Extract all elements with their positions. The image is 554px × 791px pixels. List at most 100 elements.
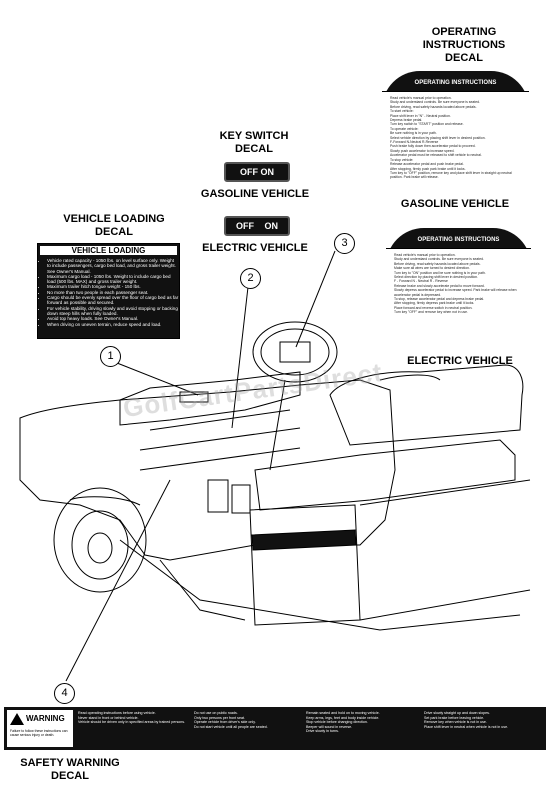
operating-electric-line-4: Make sure all wires are turned to desire… bbox=[394, 266, 470, 271]
callout-2: 2 bbox=[240, 268, 261, 289]
vehicle-loading-list: Vehicle rated capacity - 1050 lbs. on le… bbox=[38, 258, 179, 327]
operating-gas-line-6: Depress brake pedal. bbox=[390, 118, 423, 123]
operating-gas-line-5: Place shift lever in "N" - Neutral posit… bbox=[390, 113, 451, 118]
operating-electric-line-12: Place forward and reverse switch in neut… bbox=[394, 305, 473, 310]
safety-column-4: Drive slowly straight up and down slopes… bbox=[424, 711, 508, 729]
warning-triangle-icon bbox=[10, 713, 24, 725]
safety-col1-item-1: Read operating instructions before using… bbox=[78, 711, 156, 715]
safety-column-1: Read operating instructions before using… bbox=[78, 711, 185, 725]
seat-back bbox=[329, 364, 524, 446]
steering-hub bbox=[279, 341, 311, 363]
steering-wheel-inner bbox=[260, 328, 330, 376]
operating-electric-line-11: After stopping, firmly depress park brak… bbox=[394, 301, 475, 306]
electric-vehicle-label-left: ELECTRIC VEHICLE bbox=[202, 242, 308, 254]
operating-decal-electric: OPERATING INSTRUCTIONS Read vehicle's ma… bbox=[386, 228, 531, 345]
key-switch-electric-decal: OFF ON bbox=[224, 216, 290, 236]
leader-line-1 bbox=[116, 362, 199, 396]
operating-gas-line-12: Push brake fully down then accelerator p… bbox=[390, 144, 476, 149]
seat-cushion bbox=[254, 439, 516, 511]
vehicle-loading-decal: VEHICLE LOADING Vehicle rated capacity -… bbox=[37, 243, 180, 339]
safety-col3-item-5: Drive slowly in turns. bbox=[306, 729, 339, 734]
safety-col2-item-2: Only two persons per front seat. bbox=[194, 715, 245, 720]
steering-wheel bbox=[252, 321, 338, 383]
operating-electric-line-8: Release brake and slowly accelerate peda… bbox=[394, 283, 485, 288]
operating-gas-line-4: To start vehicle: bbox=[390, 109, 414, 114]
operating-electric-line-9: Slowly depress accelerator pedal to incr… bbox=[394, 288, 517, 297]
operating-gas-line-16: Release accelerator pedal and push brake… bbox=[390, 162, 464, 167]
operating-electric-line-6: Select direction by placing shift lever … bbox=[394, 275, 479, 280]
leader-line-4 bbox=[65, 479, 171, 682]
vehicle-loading-item-7: Avoid top heavy loads. See Owner's Manua… bbox=[47, 316, 179, 321]
front-wheel-hub bbox=[71, 510, 129, 580]
callout-3: 3 bbox=[334, 233, 355, 254]
operating-decal-electric-body: Read vehicle's manual prior to operation… bbox=[386, 248, 531, 345]
operating-decal-electric-lines: Read vehicle's manual prior to operation… bbox=[386, 249, 531, 319]
safety-col2-item-3: Operate vehicle from driver's side only. bbox=[194, 720, 256, 725]
safety-col2-item-4: Do not start vehicle until all people ar… bbox=[194, 724, 268, 729]
operating-decal-gasoline: OPERATING INSTRUCTIONS Read vehicle's ma… bbox=[382, 71, 529, 188]
operating-gas-line-9: Be sure nothing is in your path. bbox=[390, 131, 437, 136]
safety-col3-item-3: Stop vehicle before changing direction. bbox=[306, 720, 368, 725]
operating-electric-line-7: F - Forward N - Neutral R - Reverse bbox=[394, 279, 448, 284]
vehicle-loading-item-2: Maximum cargo load - 1050 lbs. Weight to… bbox=[47, 274, 179, 285]
safety-warning-decal: WARNING Failure to follow these instruct… bbox=[4, 707, 546, 750]
vehicle-loading-item-8: When driving on uneven terrain, reduce s… bbox=[47, 322, 179, 327]
operating-gas-line-7: Turn key switch to "START" position and … bbox=[390, 122, 464, 127]
operating-gas-line-10: Select vehicle direction by placing shif… bbox=[390, 135, 486, 140]
safety-col4-item-1: Drive slowly straight up and down slopes… bbox=[424, 711, 490, 715]
front-fender bbox=[69, 496, 141, 506]
dash-panel-lines bbox=[139, 409, 301, 471]
gasoline-vehicle-label-right: GASOLINE VEHICLE bbox=[400, 198, 510, 210]
safety-col4-item-3: Remove key when vehicle is not in use. bbox=[424, 720, 487, 725]
rear-stripe bbox=[251, 529, 357, 551]
safety-warning-label: SAFETY WARNING DECAL bbox=[20, 757, 120, 782]
operating-electric-line-10: To stop, release accelerator pedal and d… bbox=[394, 297, 485, 302]
operating-electric-line-5: Turn key to "ON" position and be sure no… bbox=[394, 270, 486, 275]
armrest bbox=[379, 374, 441, 381]
leader-line-2 bbox=[231, 286, 249, 429]
floor-edge bbox=[159, 559, 246, 621]
glove-box bbox=[179, 391, 209, 403]
operating-instructions-label: OPERATING INSTRUCTIONS DECAL bbox=[422, 26, 506, 64]
electric-on-label: ON bbox=[264, 221, 279, 231]
safety-col3-item-4: Beeper will sound in reverse. bbox=[306, 724, 353, 729]
safety-col1-item-3: Vehicle should be driven only in specifi… bbox=[78, 720, 186, 725]
operating-decal-gas-body: Read vehicle's manual prior to operation… bbox=[382, 91, 529, 188]
operating-electric-line-13: Turn key "OFF" and remove key when not i… bbox=[394, 310, 468, 315]
vehicle-loading-item-4: No more than two people in each passenge… bbox=[47, 290, 179, 295]
safety-col4-item-4: Place shift lever in neutral when vehicl… bbox=[424, 724, 509, 729]
operating-electric-line-3: Before driving, read safety hazards loca… bbox=[394, 261, 481, 266]
operating-gas-line-1: Read vehicle's manual prior to operation… bbox=[390, 96, 452, 100]
operating-decal-gas-title: OPERATING INSTRUCTIONS bbox=[414, 80, 497, 86]
callout-1: 1 bbox=[100, 346, 121, 367]
brake-pedal bbox=[231, 484, 251, 514]
leader-line-3 bbox=[295, 250, 336, 348]
key-switch-gas-decal: OFF ON START bbox=[224, 162, 290, 193]
key-switch-label: KEY SWITCH DECAL bbox=[219, 130, 289, 155]
safety-column-2: Do not use on public roads.Only two pers… bbox=[194, 711, 268, 729]
operating-gas-line-18: Turn key to "OFF" position, remove key a… bbox=[390, 170, 512, 180]
safety-col3-item-2: Keep arms, legs, feet and body inside ve… bbox=[306, 715, 380, 720]
operating-gas-line-15: To stop vehicle: bbox=[390, 157, 414, 162]
bed-rails bbox=[359, 479, 531, 621]
operating-gas-line-17: After stopping, firmly push park brake u… bbox=[390, 166, 466, 171]
safety-col2-item-1: Do not use on public roads. bbox=[194, 711, 238, 715]
steering-column bbox=[269, 379, 286, 471]
vehicle-loading-title: VEHICLE LOADING bbox=[40, 246, 177, 255]
front-wheel bbox=[53, 487, 147, 593]
vehicle-loading-item-6: For vehicle stability, driving slowly an… bbox=[47, 306, 179, 317]
vehicle-loading-item-1: Vehicle rated capacity - 1050 lbs. on le… bbox=[47, 258, 179, 274]
safety-col1-item-2: Never stand in front or behind vehicle. bbox=[78, 715, 139, 720]
vehicle-loading-label: VEHICLE LOADING DECAL bbox=[63, 213, 165, 238]
callout-4: 4 bbox=[54, 683, 75, 704]
warning-note: Failure to follow these instructions can… bbox=[10, 729, 68, 738]
operating-electric-line-1: Read vehicle's manual prior to operation… bbox=[394, 253, 456, 257]
operating-gas-line-13: Slowly push accelerator to increase spee… bbox=[390, 148, 455, 153]
vehicle-loading-item-3: Maximum trailer hitch tongue weight - 15… bbox=[47, 284, 179, 289]
operating-gas-line-11: F-Forward N-Neutral R-Reverse bbox=[390, 140, 439, 145]
vehicle-loading-item-5: Cargo should be evenly spread over the f… bbox=[47, 295, 179, 306]
safety-col4-item-2: Set park brake before leaving vehicle. bbox=[424, 715, 485, 720]
operating-gas-line-2: Study and understand controls. Be sure e… bbox=[390, 100, 480, 105]
rear-body bbox=[249, 504, 361, 626]
